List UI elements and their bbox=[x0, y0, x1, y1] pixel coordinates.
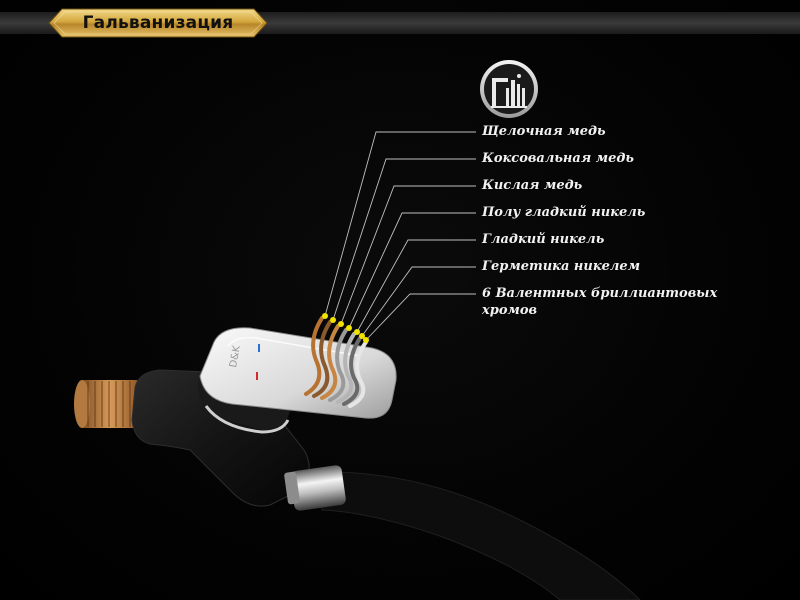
callout-lines bbox=[324, 131, 476, 341]
layer-label: Полу гладкий никель bbox=[482, 205, 646, 220]
callout-dots bbox=[322, 313, 369, 343]
page-title: Гальванизация bbox=[82, 13, 234, 33]
title-badge: Гальванизация bbox=[48, 8, 268, 38]
building-logo-icon bbox=[478, 58, 540, 120]
layer-label: Гладкий никель bbox=[482, 232, 605, 247]
layer-label: Коксовальная медь bbox=[482, 151, 634, 166]
layer-label: Кислая медь bbox=[482, 178, 583, 193]
plating-layers-cutaway bbox=[304, 316, 368, 408]
layer-label: 6 Валентных бриллиантовых bbox=[482, 286, 718, 301]
brand-mark: D&K bbox=[228, 344, 243, 368]
brass-inlet bbox=[74, 380, 140, 428]
layer-label: Герметика никелем bbox=[482, 259, 641, 274]
chrome-connector bbox=[284, 465, 346, 511]
layer-label: хромов bbox=[482, 303, 538, 318]
layer-label: Щелочная медь bbox=[482, 124, 606, 139]
